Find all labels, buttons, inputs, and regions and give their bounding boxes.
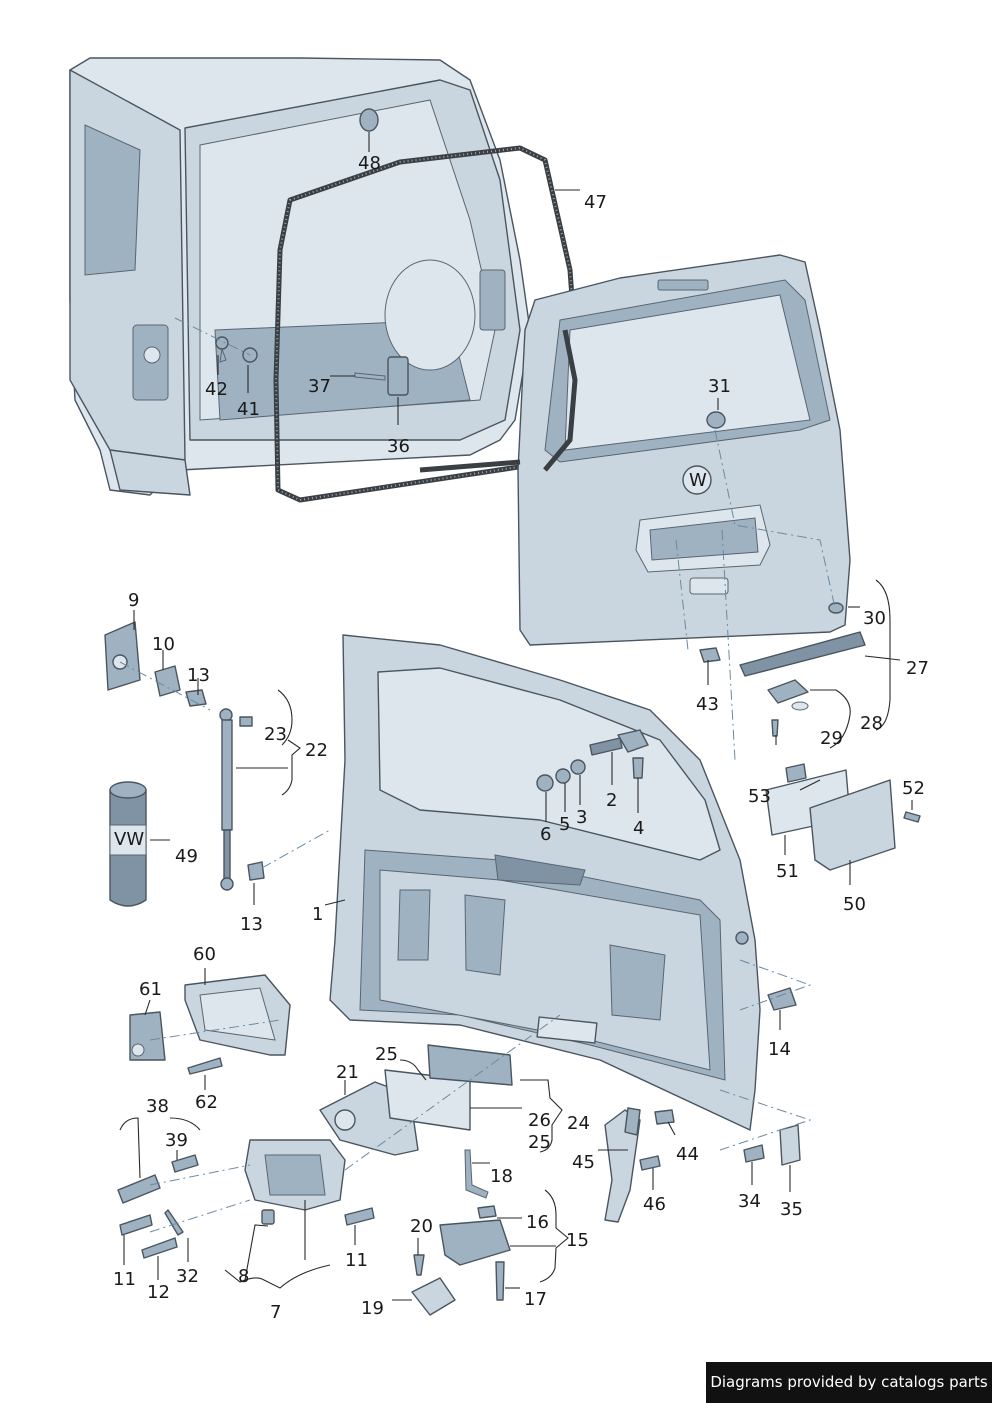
label-13b: 13 [240,914,263,935]
van-rear-body [69,57,531,496]
label-42: 42 [205,379,228,400]
label-39: 39 [165,1130,188,1151]
label-16: 16 [526,1212,549,1233]
label-61: 61 [139,979,162,1000]
tailgate-frame [329,634,761,1131]
label-30: 30 [863,608,886,629]
label-52: 52 [902,778,925,799]
spray-can: VW [109,781,147,907]
tailgate-outer-panel: W [419,254,851,646]
label-38: 38 [146,1096,169,1117]
label-25a: 25 [375,1044,398,1065]
svg-text:W: W [689,470,707,491]
right-side-parts [675,429,921,871]
label-6: 6 [540,824,551,845]
label-43: 43 [696,694,719,715]
label-51: 51 [776,861,799,882]
label-1: 1 [312,904,323,925]
label-10: 10 [152,634,175,655]
gas-strut [219,708,331,891]
label-48: 48 [358,153,381,174]
label-11b: 11 [113,1269,136,1290]
label-23: 23 [264,724,287,745]
label-2: 2 [606,790,617,811]
label-18: 18 [490,1166,513,1187]
handle-housing [129,974,291,1075]
label-31: 31 [708,376,731,397]
label-14: 14 [768,1039,791,1060]
label-7: 7 [270,1302,281,1323]
lower-right-parts [604,959,812,1223]
leader-lines [119,132,913,1301]
label-26: 26 [528,1110,551,1131]
svg-text:VW: VW [114,829,144,850]
label-4: 4 [633,818,644,839]
label-60: 60 [193,944,216,965]
label-32: 32 [176,1266,199,1287]
label-5: 5 [559,814,570,835]
striker-plate [104,621,211,711]
hinge-assembly [536,729,649,792]
label-34: 34 [738,1191,761,1212]
credit-banner: Diagrams provided by catalogs parts [706,1362,992,1403]
lock-assembly [117,1014,561,1259]
label-27: 27 [906,658,929,679]
label-13a: 13 [187,665,210,686]
label-44: 44 [676,1144,699,1165]
label-3: 3 [576,807,587,828]
label-20: 20 [410,1216,433,1237]
label-11a: 11 [345,1250,368,1271]
label-17: 17 [524,1289,547,1310]
label-41: 41 [237,399,260,420]
label-36: 36 [387,436,410,457]
label-37: 37 [308,376,331,397]
label-19: 19 [361,1298,384,1319]
label-62: 62 [195,1092,218,1113]
label-47: 47 [584,192,607,213]
label-21: 21 [336,1062,359,1083]
label-25b: 25 [528,1132,551,1153]
part-number-labels: 48 47 31 42 41 37 36 30 27 28 29 43 53 5… [113,153,929,1323]
label-12: 12 [147,1282,170,1303]
label-29: 29 [820,728,843,749]
label-28: 28 [860,713,883,734]
label-35: 35 [780,1199,803,1220]
label-22: 22 [305,740,328,761]
label-9: 9 [128,590,139,611]
label-50: 50 [843,894,866,915]
catch-assembly [411,1205,511,1316]
label-45: 45 [572,1152,595,1173]
label-46: 46 [643,1194,666,1215]
label-53: 53 [748,786,771,807]
label-49: 49 [175,846,198,867]
label-15: 15 [566,1230,589,1251]
label-24: 24 [567,1113,590,1134]
label-8: 8 [238,1266,249,1287]
